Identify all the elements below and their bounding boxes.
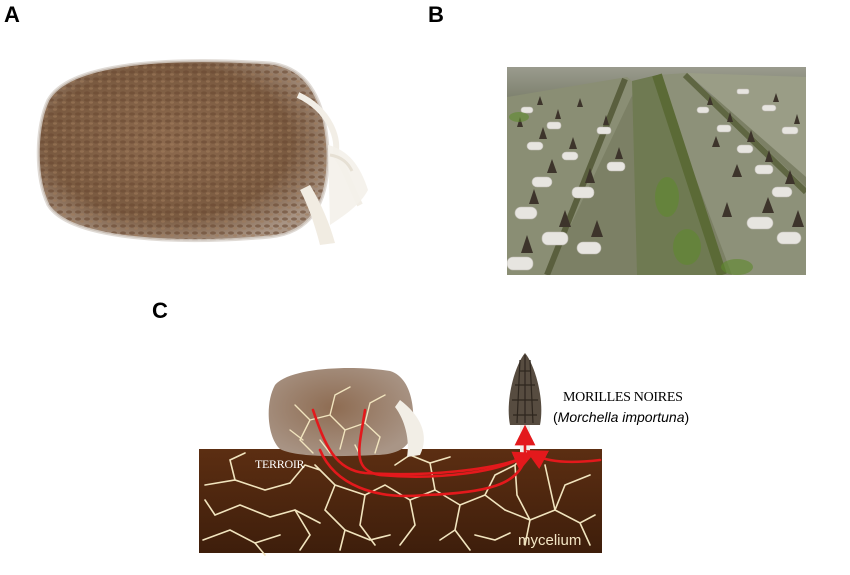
fruit-body-label: MORILLES NOIRES: [563, 390, 683, 405]
panel-label-b: B: [428, 2, 444, 27]
panel-label-c: C: [152, 298, 168, 323]
panel-label-a: A: [4, 2, 20, 27]
species-label: (Morchella importuna): [553, 409, 689, 425]
soil-label: TERROIR: [255, 457, 305, 471]
nutrient-bag-image: [36, 59, 368, 245]
species-name: Morchella importuna: [557, 409, 685, 425]
morel-field-photo: [507, 67, 806, 275]
mycelium-diagram: [199, 353, 602, 556]
mycelium-label: mycelium: [518, 532, 582, 549]
nutrient-flow-arrows: [311, 408, 602, 498]
mycelium-network: [202, 452, 596, 556]
species-open-paren: (: [553, 409, 558, 425]
species-close-paren: ): [684, 409, 690, 425]
